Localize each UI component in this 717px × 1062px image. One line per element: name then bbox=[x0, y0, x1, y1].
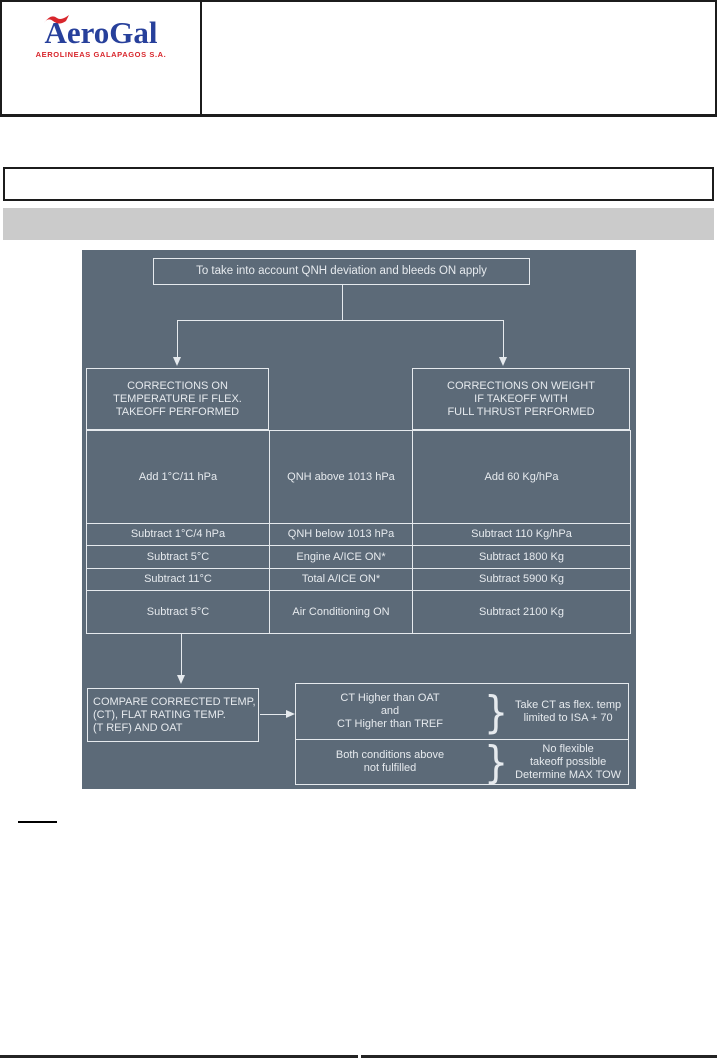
section-gray-bar bbox=[3, 208, 714, 240]
qnh-corrections-flowchart: To take into account QNH deviation and b… bbox=[82, 250, 636, 789]
header-empty-cell bbox=[202, 2, 715, 114]
table-cell: Subtract 110 Kg/hPa bbox=[412, 523, 631, 546]
connector-line bbox=[181, 633, 182, 676]
brace-icon: } bbox=[484, 686, 509, 737]
note-underline bbox=[18, 821, 57, 823]
table-cell: Engine A/ICE ON* bbox=[269, 545, 413, 569]
arrow-down-icon bbox=[173, 357, 181, 366]
table-cell: Subtract 1800 Kg bbox=[412, 545, 631, 569]
corrections-table: Add 1°C/11 hPa QNH above 1013 hPa Add 60… bbox=[86, 430, 631, 634]
connector-line bbox=[177, 320, 178, 358]
arrow-down-icon bbox=[499, 357, 507, 366]
decision-row-ct-higher: CT Higher than OAT and CT Higher than TR… bbox=[296, 684, 628, 740]
table-row: Subtract 1°C/4 hPa QNH below 1013 hPa Su… bbox=[86, 523, 631, 546]
connector-line bbox=[342, 285, 343, 320]
footer-rule bbox=[0, 1055, 358, 1058]
header-table: AeroGal AEROLINEAS GALAPAGOS S.A. bbox=[0, 0, 717, 117]
table-row: Subtract 5°C Engine A/ICE ON* Subtract 1… bbox=[86, 545, 631, 569]
table-row: Subtract 5°C Air Conditioning ON Subtrac… bbox=[86, 590, 631, 634]
empty-title-box bbox=[3, 167, 714, 201]
aerogal-logo: AeroGal bbox=[44, 15, 158, 48]
brace-icon: } bbox=[484, 736, 509, 788]
table-row: Subtract 11°C Total A/ICE ON* Subtract 5… bbox=[86, 568, 631, 591]
table-cell: Add 1°C/11 hPa bbox=[86, 430, 270, 524]
table-cell: Subtract 5°C bbox=[86, 590, 270, 634]
table-cell: Total A/ICE ON* bbox=[269, 568, 413, 591]
decision-row-not-fulfilled: Both conditions above not fulfilled } No… bbox=[296, 740, 628, 784]
arrow-right-icon bbox=[286, 710, 295, 718]
table-cell: QNH above 1013 hPa bbox=[269, 430, 413, 524]
table-cell: Air Conditioning ON bbox=[269, 590, 413, 634]
table-cell: Subtract 1°C/4 hPa bbox=[86, 523, 270, 546]
table-cell: Subtract 5°C bbox=[86, 545, 270, 569]
footer-rule bbox=[361, 1055, 717, 1058]
bird-icon bbox=[44, 15, 70, 24]
table-row: Add 1°C/11 hPa QNH above 1013 hPa Add 60… bbox=[86, 430, 631, 524]
decision-box: CT Higher than OAT and CT Higher than TR… bbox=[295, 683, 629, 785]
compare-temps-box: COMPARE CORRECTED TEMP, (CT), FLAT RATIN… bbox=[87, 688, 259, 742]
decision-outcome: Take CT as flex. temp limited to ISA + 7… bbox=[515, 698, 622, 724]
flowchart-top-box: To take into account QNH deviation and b… bbox=[153, 258, 530, 285]
decision-outcome: No flexible takeoff possible Determine M… bbox=[515, 742, 622, 781]
table-cell: Add 60 Kg/hPa bbox=[412, 430, 631, 524]
table-cell: Subtract 5900 Kg bbox=[412, 568, 631, 591]
logo-cell: AeroGal AEROLINEAS GALAPAGOS S.A. bbox=[2, 2, 202, 114]
connector-line bbox=[177, 320, 504, 321]
decision-condition: Both conditions above not fulfilled bbox=[335, 749, 445, 774]
table-cell: Subtract 11°C bbox=[86, 568, 270, 591]
table-cell: Subtract 2100 Kg bbox=[412, 590, 631, 634]
table-cell: QNH below 1013 hPa bbox=[269, 523, 413, 546]
logo-subtext: AEROLINEAS GALAPAGOS S.A. bbox=[35, 50, 167, 59]
connector-line bbox=[503, 320, 504, 358]
arrow-down-icon bbox=[177, 675, 185, 684]
connector-line bbox=[260, 714, 287, 715]
temperature-corrections-header: CORRECTIONS ON TEMPERATURE IF FLEX. TAKE… bbox=[86, 368, 269, 430]
decision-condition: CT Higher than OAT and CT Higher than TR… bbox=[337, 692, 443, 730]
weight-corrections-header: CORRECTIONS ON WEIGHT IF TAKEOFF WITH FU… bbox=[412, 368, 630, 430]
